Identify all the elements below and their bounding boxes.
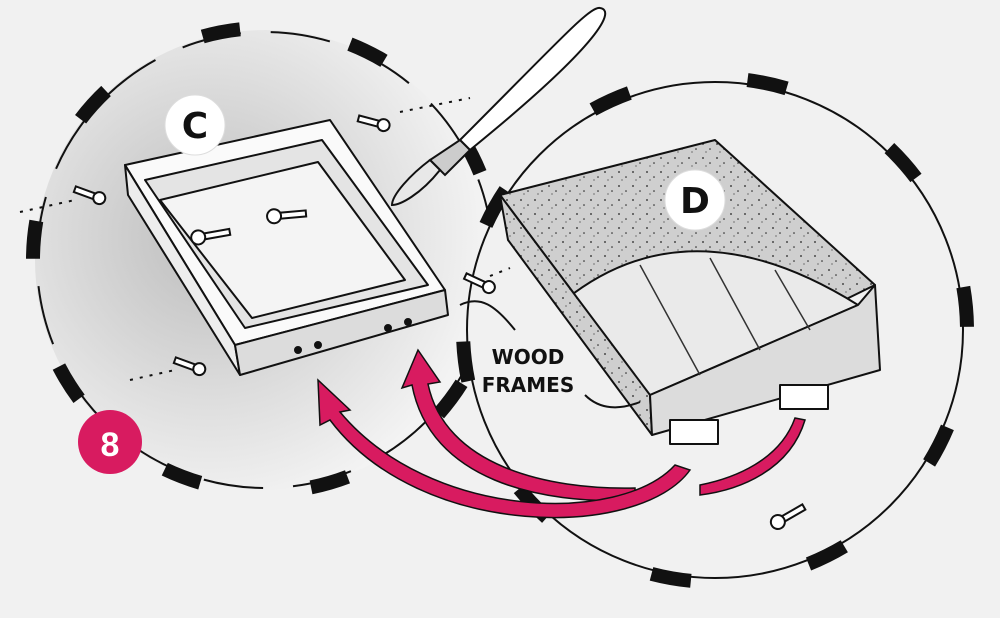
- svg-text:8: 8: [101, 426, 120, 464]
- frame-c: [124, 119, 449, 376]
- paintbrush-icon: [390, 6, 607, 207]
- label-d-badge: D: [664, 169, 726, 231]
- svg-text:C: C: [182, 106, 208, 147]
- guide-lines: [19, 97, 511, 381]
- attach-arrows: [317, 348, 806, 519]
- wood-frames-callout: WOOD FRAMES: [482, 345, 575, 397]
- step-number-badge: 8: [78, 410, 142, 474]
- svg-text:FRAMES: FRAMES: [482, 373, 575, 397]
- screw-icon: [72, 114, 807, 530]
- svg-text:D: D: [680, 181, 710, 222]
- label-c-badge: C: [164, 94, 226, 156]
- svg-text:WOOD: WOOD: [492, 345, 565, 369]
- frame-d: [499, 139, 881, 445]
- callout-arrows: [459, 300, 641, 409]
